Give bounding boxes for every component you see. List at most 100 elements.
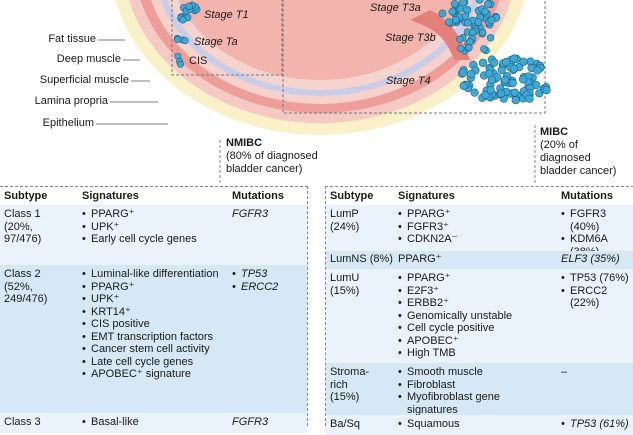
table-row-lump: LumP (24%) PPARG⁺ FGFR3⁺ CDKN2A⁻ FGFR3 (…	[326, 205, 633, 258]
subtype-line: 249/476)	[4, 293, 48, 305]
tumour-cell	[535, 89, 544, 98]
mutations-list: TP53 (76%) ERCC2 (22%)	[561, 272, 631, 310]
subtype-cell: LumP (24%)	[330, 208, 359, 233]
header-mutations: Mutations	[232, 190, 284, 202]
mutation-item: TP53 (61%)	[561, 418, 629, 431]
signatures-list: Luminal-like differentiation PPARG⁺ UPK⁺…	[82, 268, 224, 381]
signature-item: Fibroblast	[398, 379, 548, 392]
mutations-list: TP53 (61%)	[561, 418, 629, 431]
tumour-cell	[486, 34, 495, 42]
signatures-list: Squamous	[398, 418, 460, 431]
tumour-cell	[459, 81, 468, 90]
label-superficial-muscle: Superficial muscle	[39, 74, 129, 86]
header-signatures: Signatures	[82, 190, 139, 202]
tumour-cell	[181, 37, 189, 45]
table-row-class3: Class 3 Basal-like FGFR3	[0, 413, 307, 433]
tumour-cell	[451, 15, 460, 24]
tissue-layers	[115, 0, 551, 135]
tumour-cell	[475, 0, 484, 4]
table-header-row: Subtype Signatures Mutations	[0, 187, 307, 205]
signature-item: ERBB2⁺	[398, 297, 512, 310]
table-row-stroma-rich: Stroma- rich (15%) Smooth muscle Fibrobl…	[326, 363, 633, 416]
signature-item: PPARG⁺	[398, 208, 457, 221]
header-subtype: Subtype	[330, 190, 374, 202]
tumour-cell	[174, 35, 182, 43]
signature-item: APOBEC⁺ signature	[82, 368, 224, 381]
signature-item: PPARG⁺	[398, 253, 442, 265]
tumour-cell	[486, 85, 495, 95]
tumour-cell	[508, 78, 517, 88]
signature-item: Cancer stem cell activity	[82, 343, 224, 356]
tumour-cell	[542, 85, 551, 95]
nmibc-subtype-table: Subtype Signatures Mutations Class 1 (20…	[0, 186, 308, 433]
signatures-list: Basal-like	[82, 416, 139, 429]
label-stage-t1: Stage T1	[204, 9, 249, 21]
subtype-cell: LumU (15%)	[330, 272, 359, 297]
mutation-item: –	[561, 366, 568, 378]
tumour-cell	[533, 66, 542, 75]
table-row-basq: Ba/Sq Squamous TP53 (61%)	[326, 415, 633, 435]
mutation-item: ERCC2	[232, 281, 278, 294]
mibc-line-3: bladder cancer)	[540, 165, 617, 177]
bladder-wall-diagram	[96, 0, 551, 185]
tumour-cell	[510, 88, 519, 97]
mutation-item: ELF3 (35%)	[561, 253, 620, 265]
signature-item: Squamous	[398, 418, 460, 431]
tumour-cell	[179, 16, 187, 24]
tumour-cell	[467, 69, 476, 79]
signatures-list: PPARG⁺ UPK⁺ Early cell cycle genes	[82, 208, 227, 246]
label-stage-t3a: Stage T3a	[370, 2, 421, 14]
tumour-cell	[177, 60, 185, 68]
mutation-item: FGFR3	[232, 416, 269, 428]
label-fat-tissue: Fat tissue	[48, 33, 96, 45]
table-row-class2: Class 2 (52%, 249/476) Luminal-like diff…	[0, 265, 307, 413]
mibc-subtype-table: Subtype Signatures Mutations LumP (24%) …	[325, 186, 633, 435]
signatures-list: PPARG⁺ E2F3⁺ ERBB2⁺ Genomically unstable…	[398, 272, 512, 360]
tumour-cell	[484, 0, 492, 8]
nmibc-caption: NMIBC (80% of diagnosed bladder cancer)	[226, 137, 318, 176]
signature-item: CDKN2A⁻	[398, 233, 457, 246]
signature-item: Myofibroblast gene signatures	[398, 391, 548, 416]
tumour-cells	[173, 0, 551, 105]
signature-item: Late cell cycle genes	[82, 356, 224, 369]
mibc-line-2: diagnosed	[540, 152, 591, 164]
header-subtype: Subtype	[4, 190, 48, 202]
signature-item: KRT14⁺	[82, 306, 224, 319]
tumour-cell	[463, 18, 472, 27]
mutation-item: TP53	[232, 268, 278, 281]
signature-item: PPARG⁺	[82, 281, 224, 294]
nmibc-dashed-box	[171, 0, 283, 76]
signature-item: Smooth muscle	[398, 366, 548, 379]
subtype-line: (15%)	[330, 391, 360, 403]
mibc-title: MIBC	[540, 126, 569, 138]
tumour-cell	[465, 44, 473, 52]
tumour-cell	[501, 75, 510, 84]
tumour-cell	[487, 16, 496, 25]
signature-item: CIS positive	[82, 318, 224, 331]
tumour-cell	[478, 58, 488, 67]
nmibc-title: NMIBC	[226, 137, 263, 149]
subtype-cell: LumNS (8%)	[330, 253, 393, 265]
signatures-list: Smooth muscle Fibroblast Myofibroblast g…	[398, 366, 548, 416]
tumour-cell	[490, 58, 499, 67]
mutation-item: ERCC2 (22%)	[561, 285, 631, 310]
tumour-cell	[463, 5, 472, 14]
signature-item: UPK⁺	[82, 293, 224, 306]
subtype-line: 97/476)	[4, 233, 42, 245]
signature-item: High TMB	[398, 347, 512, 360]
signatures-list: PPARG⁺ FGFR3⁺ CDKN2A⁻	[398, 208, 457, 246]
tumour-cell	[481, 7, 489, 16]
signature-item: Basal-like	[82, 416, 139, 429]
subtype-line: Class 1	[4, 208, 41, 220]
signature-item: PPARG⁺	[398, 272, 512, 285]
mutations-list: TP53 ERCC2	[232, 268, 278, 293]
tumour-cell	[444, 18, 453, 26]
subtype-line: Class 2	[4, 268, 41, 280]
tumour-cell	[487, 75, 497, 84]
tumour-cell	[474, 18, 483, 26]
table-row-lumu: LumU (15%) PPARG⁺ E2F3⁺ ERBB2⁺ Genomical…	[326, 269, 633, 363]
label-cis: CIS	[189, 55, 208, 67]
table-row-class1: Class 1 (20%, 97/476) PPARG⁺ UPK⁺ Early …	[0, 205, 307, 265]
tumour-cell	[480, 45, 488, 53]
label-lamina-propria: Lamina propria	[34, 95, 108, 107]
